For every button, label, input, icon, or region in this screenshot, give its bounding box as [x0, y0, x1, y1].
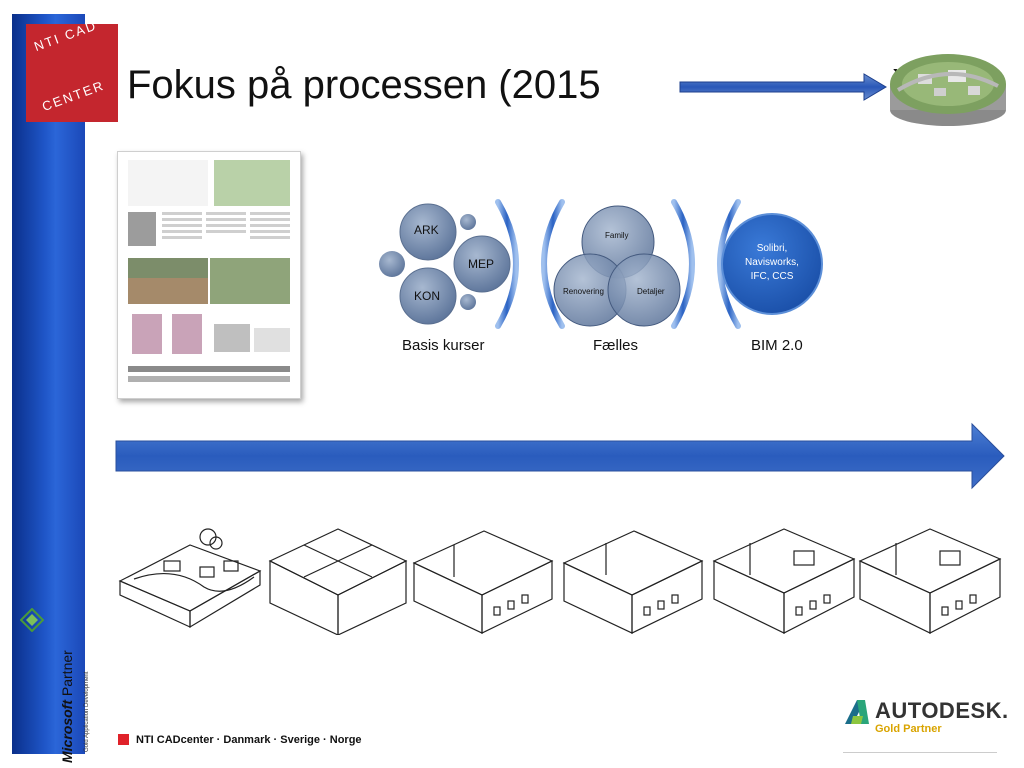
bubble-renovering: Renovering	[563, 287, 604, 296]
footer-text: NTI CADcenter · Danmark · Sverige · Norg…	[136, 734, 362, 746]
microsoft-brand: Microsoft	[59, 700, 75, 763]
stage-label-faelles: Fælles	[593, 337, 639, 354]
logo-line-2: CENTER	[40, 77, 107, 115]
stage-label-basis-kurser: Basis kurser	[402, 337, 485, 354]
nti-cad-center-logo: NTI CAD CENTER	[26, 17, 118, 122]
bubble-kon: KON	[414, 289, 441, 303]
timeline-arrow-icon	[115, 422, 1005, 490]
autodesk-gold-partner: Gold Partner	[875, 723, 942, 735]
building-sketches-row	[118, 528, 1002, 635]
bubble-bim-tools-line-2: Navisworks,	[745, 257, 799, 268]
side-band	[12, 14, 85, 754]
microsoft-partner-sub: Gold Application Development	[84, 671, 90, 752]
bubble-bim-tools: Solibri, Navisworks, IFC, CCS	[734, 242, 810, 284]
microsoft-partner-logo: Microsoft Partner Gold Application Devel…	[20, 608, 90, 763]
microsoft-partner-word: Partner	[59, 650, 75, 697]
bubble-ark: ARK	[414, 223, 439, 237]
microsoft-partner-icon	[20, 608, 44, 632]
bubble-mep: MEP	[468, 257, 495, 271]
footer-divider	[843, 752, 997, 753]
bubble-detaljer: Detaljer	[637, 287, 665, 296]
stage-label-bim-2-0: BIM 2.0	[751, 337, 803, 354]
page-title: Fokus på processen (2015	[127, 63, 601, 107]
bubble-bim-tools-line-3: IFC, CCS	[750, 271, 794, 282]
document-thumbnail-image	[117, 151, 301, 399]
bubble-bim-tools-line-1: Solibri,	[756, 243, 788, 254]
autodesk-wordmark: AUTODESK.	[875, 698, 1009, 723]
process-diagram	[379, 199, 823, 329]
bubble-family: Family	[605, 231, 629, 240]
autodesk-logo-icon	[845, 700, 869, 724]
title-arrow-icon	[679, 73, 887, 101]
city-model-image	[890, 54, 1006, 126]
footer-bullet	[118, 734, 129, 745]
